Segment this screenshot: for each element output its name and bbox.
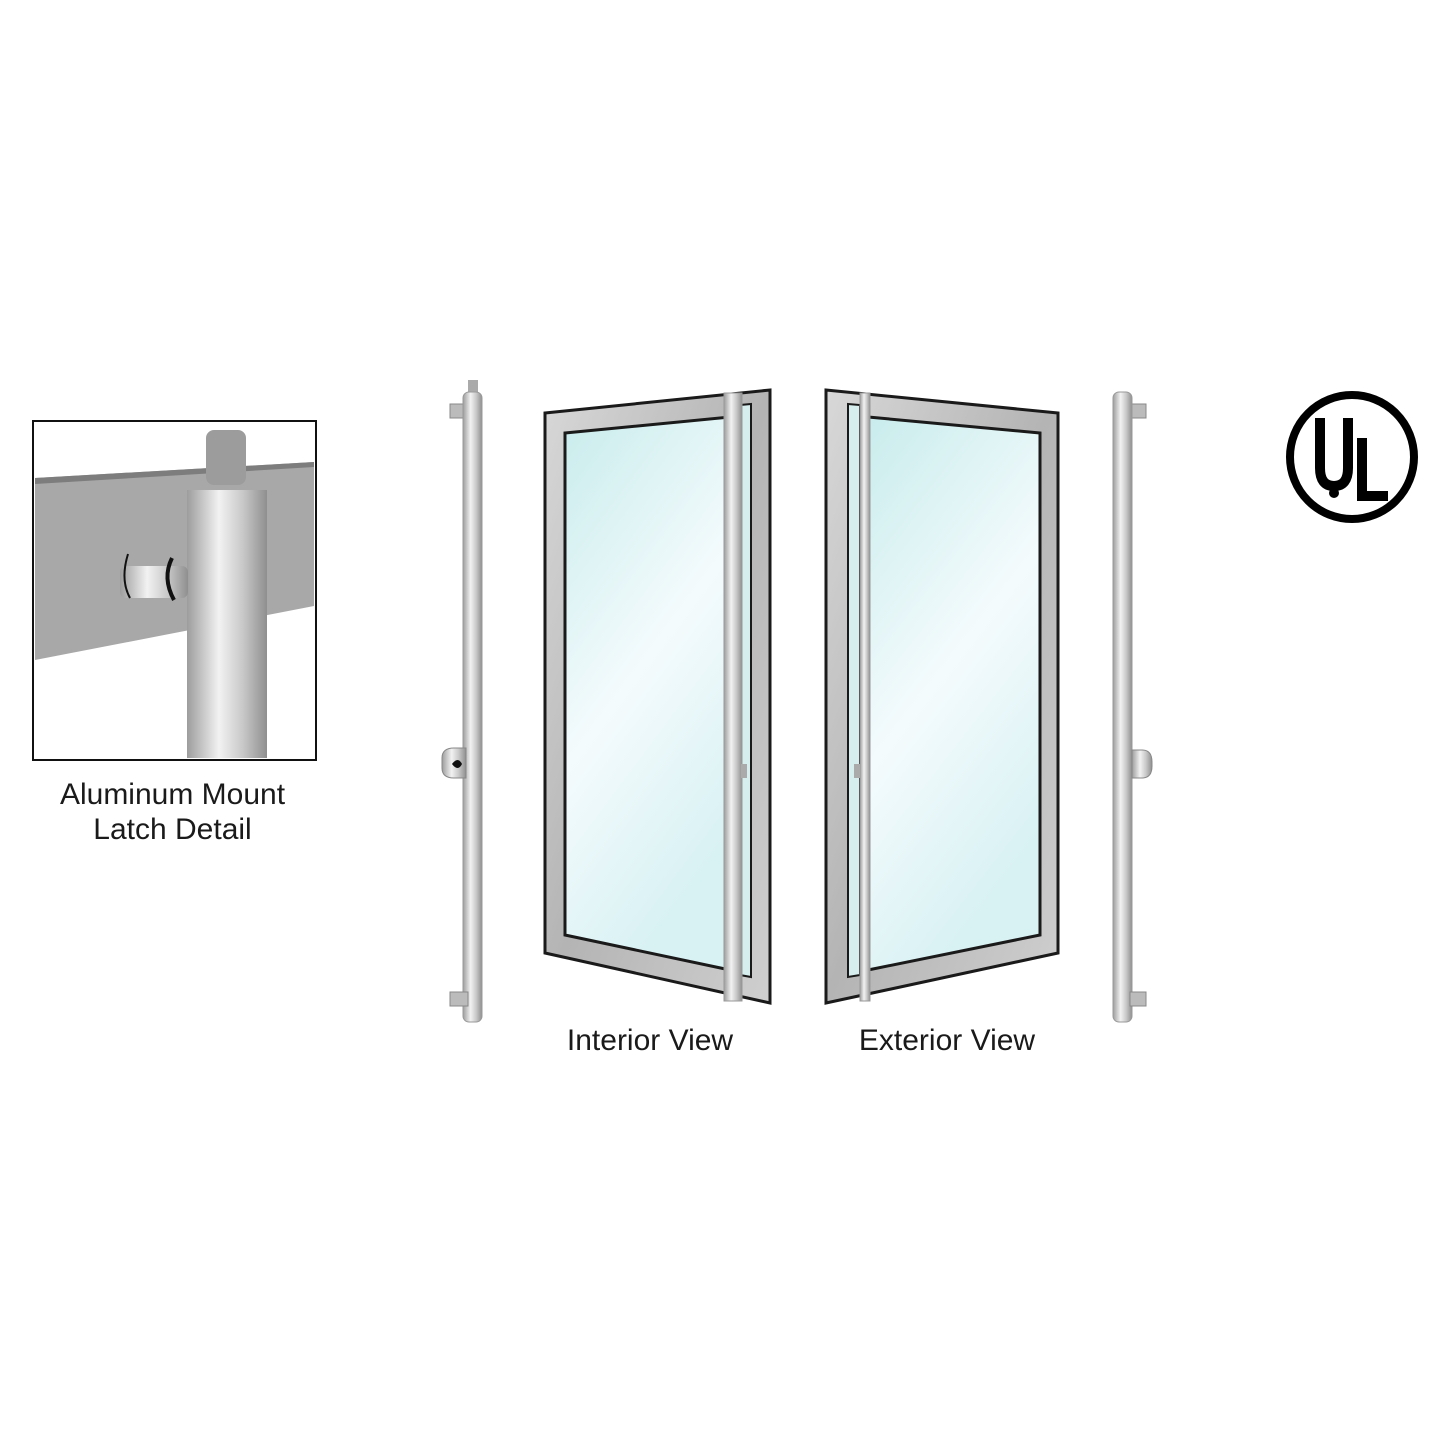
pull-handle (723, 392, 743, 1002)
exterior-door (824, 388, 1060, 1005)
left-latch-rail (441, 380, 483, 1023)
latch-post (187, 490, 267, 758)
interior-view-label: Interior View (566, 1024, 734, 1057)
right-latch-rail (1112, 391, 1153, 1023)
latch-detail-image (32, 420, 317, 761)
interior-door (543, 388, 772, 1005)
ul-certification-logo (1286, 391, 1418, 523)
latch-knob (120, 566, 188, 598)
exterior-view-label: Exterior View (858, 1024, 1036, 1057)
pull-handle (859, 392, 871, 1002)
latch-knob (1131, 749, 1153, 779)
detail-caption-line1: Aluminum Mount (59, 778, 286, 811)
latch-pin (206, 430, 246, 485)
detail-caption-line2: Latch Detail (93, 813, 252, 846)
